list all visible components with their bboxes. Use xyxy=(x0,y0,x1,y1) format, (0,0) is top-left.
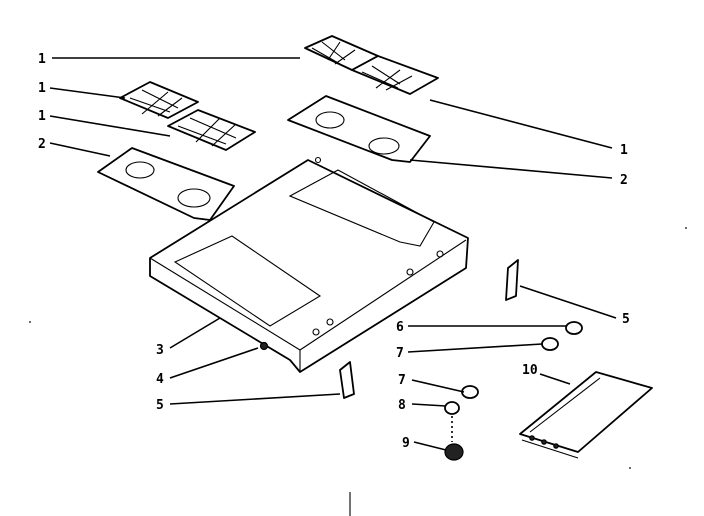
part-7-knob-upper xyxy=(541,337,559,351)
leader-10 xyxy=(539,373,571,385)
callout-1b: 1 xyxy=(38,81,46,96)
leader-7a xyxy=(407,343,543,353)
leader-5b xyxy=(519,285,617,319)
leader-1d xyxy=(429,99,613,149)
leader-7b xyxy=(411,379,465,393)
leader-2b xyxy=(409,159,613,179)
callout-5b: 5 xyxy=(622,312,630,327)
part-9-knob-dark xyxy=(444,443,464,461)
callout-1a: 1 xyxy=(38,52,46,67)
part-8-knob xyxy=(444,401,460,415)
callout-1c: 1 xyxy=(38,109,46,124)
callout-9: 9 xyxy=(402,436,410,451)
part-5-bracket-right xyxy=(505,259,519,301)
leader-9 xyxy=(413,441,447,451)
part-5-bracket-left xyxy=(339,361,355,399)
leader-2a xyxy=(49,142,111,157)
leader-1b xyxy=(49,87,126,99)
leader-8 xyxy=(411,403,447,407)
burner-plate-left xyxy=(97,147,235,221)
callout-2b: 2 xyxy=(620,173,628,188)
leader-5a xyxy=(169,393,341,405)
part-4-screw xyxy=(259,341,269,351)
callout-4: 4 xyxy=(156,372,164,387)
scan-specks xyxy=(29,227,687,516)
grate-left-lower xyxy=(167,109,256,151)
cooktop-frame xyxy=(149,156,469,373)
callout-5a: 5 xyxy=(156,398,164,413)
callout-6: 6 xyxy=(396,320,404,335)
leader-3 xyxy=(169,317,221,349)
callout-7b: 7 xyxy=(398,373,406,388)
part-10-panel xyxy=(519,371,653,459)
callout-3: 3 xyxy=(156,343,164,358)
callout-7a: 7 xyxy=(396,346,404,361)
part-6-knob xyxy=(565,321,583,335)
part-7-knob-lower xyxy=(461,385,479,399)
callout-2a: 2 xyxy=(38,137,46,152)
callout-10: 10 xyxy=(522,363,538,378)
callout-8: 8 xyxy=(398,398,406,413)
grate-left-upper xyxy=(119,81,199,119)
burner-plate-right xyxy=(287,95,431,163)
callout-1d: 1 xyxy=(620,143,628,158)
leader-4 xyxy=(169,347,259,379)
grate-top-right xyxy=(304,35,439,95)
leader-1c xyxy=(49,115,171,137)
